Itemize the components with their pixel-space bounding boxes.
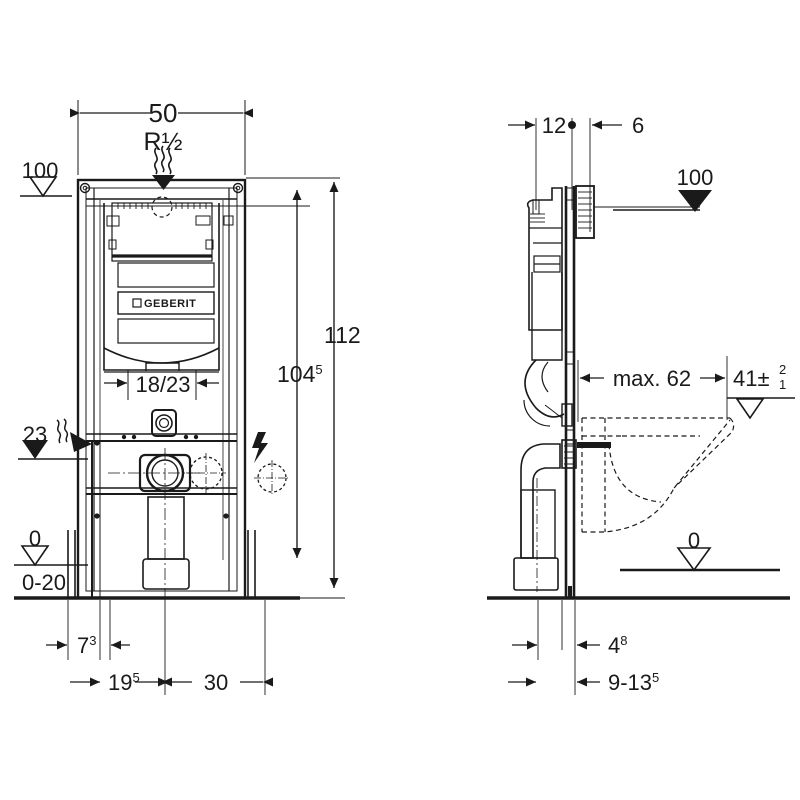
label-18-23: 18/23 xyxy=(135,372,190,397)
label-max-62: max. 62 xyxy=(613,366,691,391)
label-19-5: 195 xyxy=(108,670,140,695)
dim-112 xyxy=(246,182,345,599)
level-100-front xyxy=(20,176,72,198)
dim-base-side xyxy=(508,600,600,695)
label-thread-r-half: R½ xyxy=(144,128,183,156)
label-level-100-front: 100 xyxy=(22,158,59,183)
label-width-50: 50 xyxy=(149,98,178,128)
label-4-8: 48 xyxy=(608,633,627,658)
svg-text:2: 2 xyxy=(779,362,786,377)
dim-18-23 xyxy=(104,370,219,400)
level-23-front xyxy=(18,440,88,460)
cistern-side xyxy=(526,187,563,361)
level-100-side xyxy=(613,190,712,212)
label-41-tolerance: 41± 2 1 xyxy=(733,362,786,392)
frame-feet xyxy=(67,440,256,598)
frame-rails xyxy=(86,433,237,495)
water-inlet-marker xyxy=(152,175,175,190)
label-level-0-front: 0 xyxy=(29,526,41,551)
wall-bracket xyxy=(561,403,611,469)
label-depth-12: 12 xyxy=(542,113,566,138)
label-level-0-side: 0 xyxy=(688,528,700,553)
brand-label: GEBERIT xyxy=(144,298,196,310)
label-7-3: 73 xyxy=(77,633,96,658)
svg-text:1045: 1045 xyxy=(277,361,323,387)
svg-text:48: 48 xyxy=(608,633,627,658)
label-104-5: 1045 xyxy=(277,361,323,387)
label-level-23: 23 xyxy=(23,422,47,447)
toilet-bowl-outline xyxy=(581,417,735,533)
label-9-13-5: 9-135 xyxy=(608,670,659,695)
waste-pipe xyxy=(142,496,190,590)
dim-depth-12-6 xyxy=(508,118,622,232)
dim-104-5 xyxy=(246,177,338,558)
dim-projection xyxy=(577,356,728,422)
cistern-front-panels xyxy=(117,262,215,344)
flush-bend xyxy=(523,359,565,427)
actuator-plate xyxy=(575,185,700,239)
svg-text:73: 73 xyxy=(77,633,96,658)
centre-dot-marker xyxy=(568,121,576,129)
svg-text:41±: 41± xyxy=(733,366,770,391)
water-arrow-head xyxy=(70,432,92,452)
dim-base-front xyxy=(46,600,273,695)
cistern-body xyxy=(103,177,340,371)
svg-text:9-135: 9-135 xyxy=(608,670,659,695)
water-connector xyxy=(151,409,177,437)
level-0-side xyxy=(620,547,780,572)
label-112: 112 xyxy=(324,322,361,348)
level-0-front xyxy=(14,545,88,567)
label-level-0-20: 0-20 xyxy=(22,570,66,595)
flush-pipe-collar xyxy=(108,448,200,600)
level-41-side xyxy=(727,397,795,420)
wall-rail xyxy=(91,440,101,598)
water-supply-arrow xyxy=(56,418,69,444)
geberit-logo: GEBERIT xyxy=(132,298,196,310)
label-depth-6: 6 xyxy=(632,113,644,138)
dim-width-50 xyxy=(70,100,253,175)
lightning-bolt-icon xyxy=(252,432,268,463)
cistern-bottom xyxy=(103,347,220,373)
svg-text:1: 1 xyxy=(779,377,786,392)
waste-elbow-side xyxy=(513,443,561,592)
frame-outline xyxy=(76,178,247,600)
knockout-centrelines xyxy=(186,453,290,496)
water-supply-icon xyxy=(153,145,172,175)
label-30: 30 xyxy=(204,670,228,695)
side-frame-profile xyxy=(564,186,576,598)
svg-text:195: 195 xyxy=(108,670,140,695)
label-level-100-side: 100 xyxy=(677,165,714,190)
